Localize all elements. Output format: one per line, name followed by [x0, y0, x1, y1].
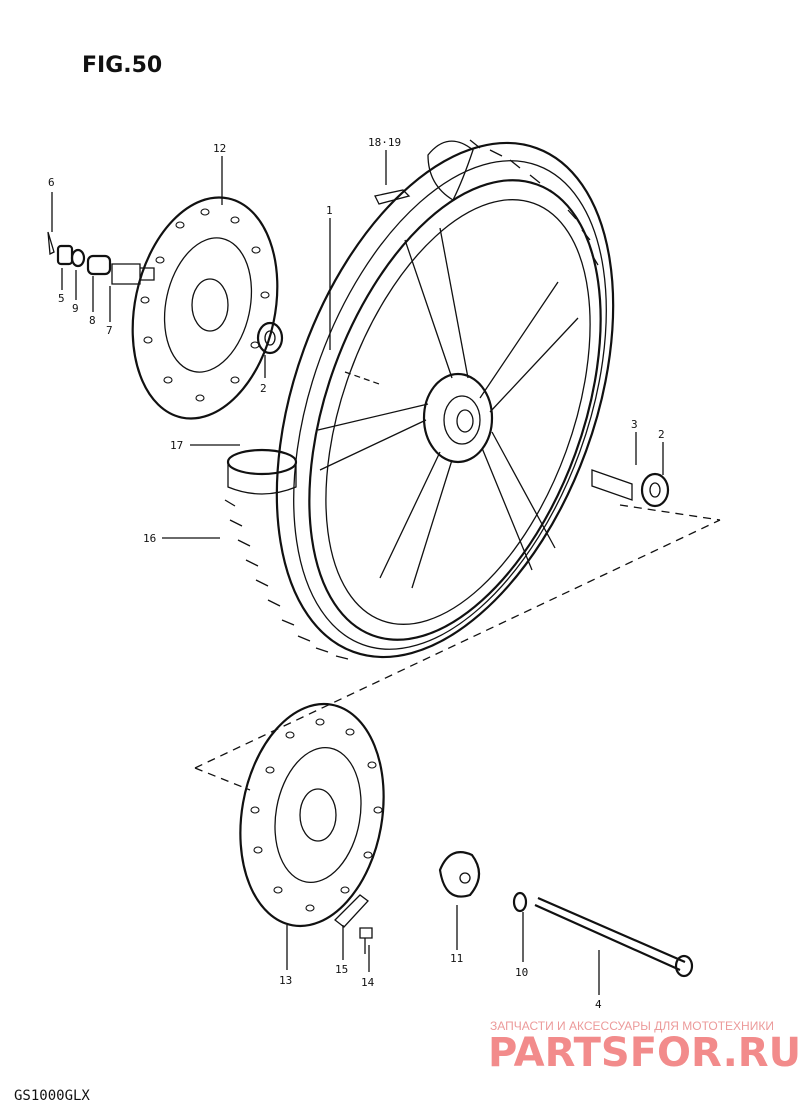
- label-part-10: 10: [515, 966, 528, 979]
- label-part-12: 12: [213, 142, 226, 155]
- figure-title: FIG.50: [82, 53, 162, 78]
- watermark-brand: PARTSFOR.RU: [488, 1030, 800, 1076]
- wheel-assembly: [224, 139, 615, 660]
- rim-inner: [325, 199, 591, 625]
- leader-lines: [51, 150, 664, 995]
- wheel-spokes: [317, 227, 579, 589]
- spacer-3: [591, 469, 633, 501]
- label-part-17: 17: [170, 439, 183, 452]
- washer-10: [512, 891, 528, 913]
- alignment-lines: [194, 504, 721, 791]
- collar-7: [111, 263, 155, 285]
- label-part-5: 5: [58, 292, 65, 305]
- axle-4: [534, 896, 686, 972]
- model-code: GS1000GLX: [14, 1088, 90, 1104]
- label-part-2-left: 2: [260, 382, 267, 395]
- label-part-2-right: 2: [658, 428, 665, 441]
- bearing-2-right: [640, 472, 670, 508]
- bearing-2-left: [256, 321, 284, 355]
- wheel-hub: [422, 372, 494, 464]
- balance-weight-18-19: [374, 189, 411, 205]
- lock-plate-15: [334, 894, 369, 928]
- cotter-pin-6: [47, 231, 55, 256]
- tire-outer: [275, 141, 615, 659]
- washer-9: [70, 248, 86, 268]
- label-part-4: 4: [595, 998, 602, 1011]
- label-part-14: 14: [361, 976, 375, 989]
- label-part-9: 9: [72, 302, 79, 315]
- tire-tread: [224, 139, 599, 660]
- label-part-7: 7: [106, 324, 113, 337]
- label-part-11: 11: [450, 952, 463, 965]
- label-part-16: 16: [143, 532, 156, 545]
- label-part-13: 13: [279, 974, 292, 987]
- rim-outer: [308, 179, 602, 641]
- brake-disc-left: [131, 196, 279, 420]
- label-part-1: 1: [326, 204, 333, 217]
- label-part-8: 8: [89, 314, 96, 327]
- brake-disc-right: [239, 702, 385, 928]
- label-part-3: 3: [631, 418, 638, 431]
- axle-nut-5: [56, 244, 74, 266]
- label-part-18-19: 18·19: [368, 136, 401, 149]
- gearbox-11: [438, 851, 481, 898]
- tire-inner: [293, 160, 607, 650]
- label-part-15: 15: [335, 963, 348, 976]
- part-17-rim-band: [226, 448, 298, 476]
- watermark-tagline: ЗАПЧАСТИ И АКСЕССУАРЫ ДЛЯ МОТОТЕХНИКИ: [490, 1019, 774, 1033]
- label-part-6: 6: [48, 176, 55, 189]
- bolt-14: [359, 927, 373, 954]
- spacer-8: [86, 254, 112, 276]
